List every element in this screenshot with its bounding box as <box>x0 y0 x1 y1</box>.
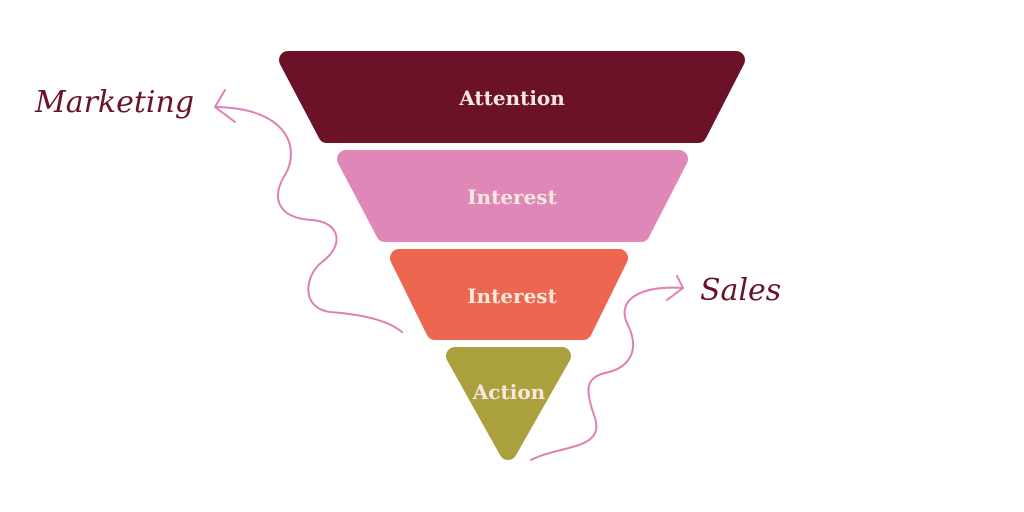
stage-label-interest-2: Interest <box>467 284 557 308</box>
marketing-arrow-icon <box>213 89 403 333</box>
stage-interest-1 <box>337 150 688 242</box>
stage-action <box>446 347 571 460</box>
stage-attention <box>279 51 745 143</box>
stage-label-interest-1: Interest <box>467 185 557 209</box>
stage-label-attention: Attention <box>458 86 565 110</box>
marketing-label: Marketing <box>34 85 194 120</box>
stage-label-action: Action <box>472 380 546 404</box>
stage-interest-2 <box>390 249 628 340</box>
sales-label: Sales <box>700 273 781 308</box>
sales-arrow-icon <box>530 275 685 461</box>
